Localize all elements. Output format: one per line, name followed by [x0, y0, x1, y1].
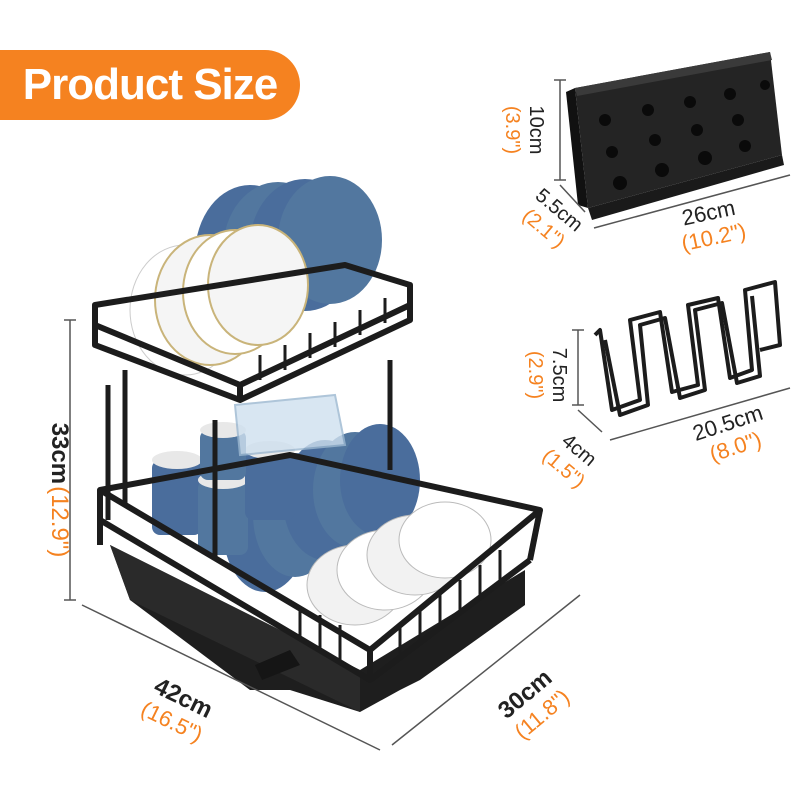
dish-rack-image: [92, 176, 543, 712]
cutlery-holder-dimension-lines: [554, 79, 791, 229]
badge-label: Product Size: [22, 60, 278, 109]
product-size-badge: Product Size: [0, 50, 300, 120]
upper-white-plates: [129, 224, 309, 376]
cutlery-height-cm: 10cm: [525, 106, 547, 155]
cup-holder-height-inch: (2.9"): [524, 351, 546, 399]
cutlery-height-inch: (3.9"): [501, 106, 523, 154]
lower-white-bowls: [306, 501, 492, 626]
cup-holder-dimension-lines: [572, 329, 791, 441]
cutlery-holder-image: [566, 52, 784, 220]
rack-height-cm: 33cm(12.9"): [46, 423, 73, 558]
cup-holder-image: [593, 280, 782, 417]
rack-dimension-lines: [64, 319, 581, 751]
cup-holder-height-cm: 7.5cm: [548, 348, 570, 402]
